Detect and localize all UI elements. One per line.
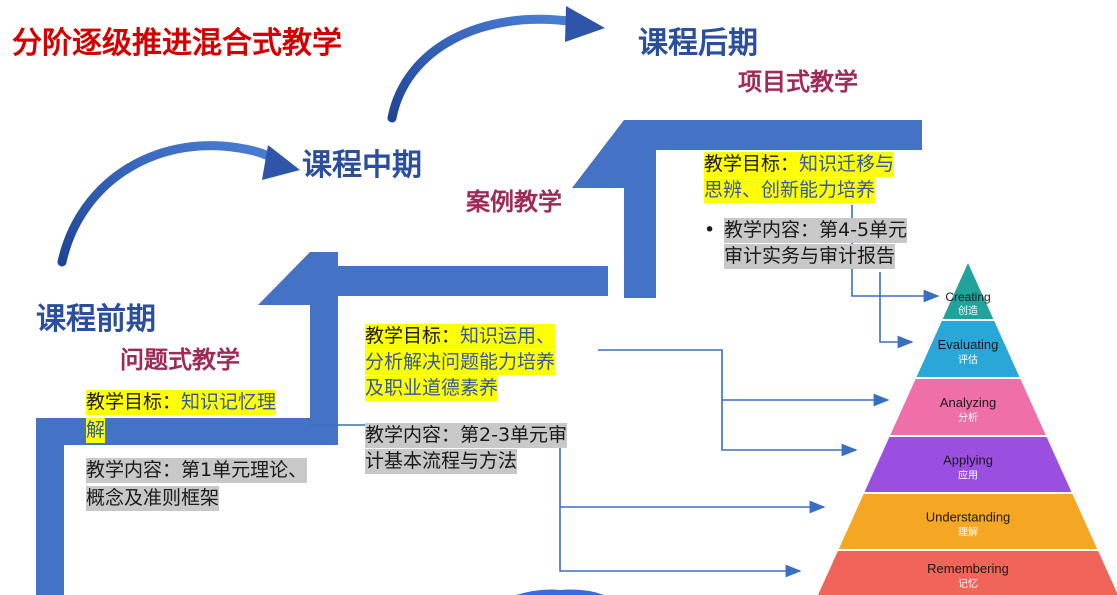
late-content-line1: 教学内容：第4-5单元 (724, 218, 908, 243)
pyramid-sublabel-remembering: 记忆 (958, 577, 978, 590)
early-goal-line1: 教学目标：知识记忆理 (86, 390, 277, 415)
mid-goal-line2: 分析解决问题能力培养 (365, 350, 556, 375)
pyramid-sublabel-analyzing: 分析 (958, 411, 978, 424)
pyramid-label-evaluating: Evaluating (938, 337, 999, 352)
bottom-blue-shape (516, 589, 604, 595)
early-content-line1: 教学内容：第1单元理论、 (86, 458, 308, 483)
pyramid-label-applying: Applying (943, 453, 993, 468)
early-content-line2: 概念及准则框架 (86, 486, 220, 511)
mid-content-line1: 教学内容：第2-3单元审 (365, 423, 568, 448)
stair-step-mid (258, 252, 608, 445)
mid-goal-line1: 教学目标：知识运用、 (365, 324, 556, 349)
pyramid-sublabel-applying: 应用 (958, 469, 978, 482)
pyramid-level-understanding (838, 494, 1098, 549)
mid-content-line2: 计基本流程与方法 (365, 449, 518, 474)
curve-arrow-mid-to-late (387, 14, 580, 123)
late-content-bullet: • (704, 219, 716, 241)
pyramid-level-creating (942, 263, 994, 319)
curve-arrow-early-to-mid-head (262, 145, 300, 180)
pyramid-sublabel-evaluating: 评估 (958, 353, 978, 366)
pyramid-sublabel-creating: 创造 (958, 304, 978, 317)
curve-arrow-early-to-mid (57, 141, 287, 267)
pyramid-label-remembering: Remembering (927, 561, 1009, 576)
pyramid-label-understanding: Understanding (926, 510, 1011, 525)
pyramid-level-analyzing (890, 379, 1046, 435)
late-content-line2: 审计实务与审计报告 (724, 244, 896, 269)
mid-goal-line3: 及职业道德素养 (365, 376, 499, 401)
stair-step-early (36, 418, 337, 595)
curve-arrow-mid-to-late-head (565, 6, 605, 42)
late-goal-line1: 教学目标：知识迁移与 (704, 152, 895, 177)
early-goal-line2: 解 (86, 418, 106, 443)
phase-late-method: 项目式教学 (738, 68, 858, 96)
pyramid-level-evaluating (916, 321, 1020, 377)
phase-early-title: 课程前期 (36, 302, 156, 337)
phase-mid-method: 案例教学 (466, 188, 562, 216)
phase-late-title: 课程后期 (638, 26, 758, 61)
phase-mid-title: 课程中期 (302, 148, 422, 183)
phase-early-method: 问题式教学 (120, 346, 240, 374)
page-title: 分阶逐级推进混合式教学 (12, 26, 342, 61)
late-goal-line2: 思辨、创新能力培养 (704, 178, 876, 203)
pyramid-label-analyzing: Analyzing (940, 395, 996, 410)
pyramid-level-remembering (818, 551, 1117, 595)
stair-step-late (572, 120, 922, 298)
connector-late-content (879, 272, 914, 349)
pyramid-label-creating: Creating (945, 290, 990, 304)
pyramid-sublabel-understanding: 理解 (958, 526, 978, 539)
pyramid-level-applying (864, 437, 1072, 492)
